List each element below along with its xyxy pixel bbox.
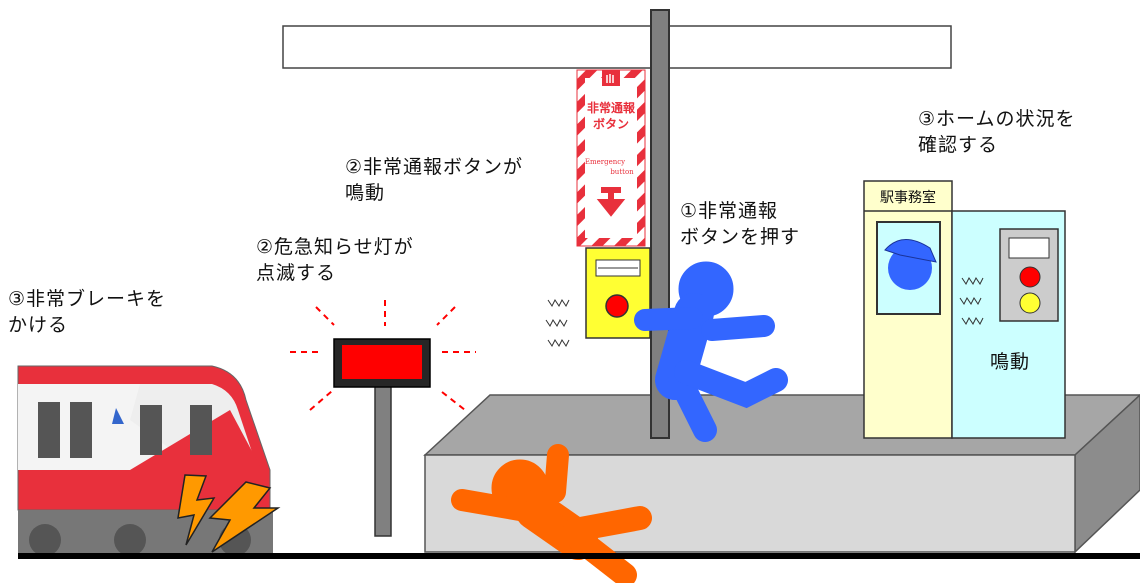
sign-title-line2: ボタン	[593, 116, 629, 131]
sign-english-line1: Emergency	[585, 158, 625, 166]
hand-icon	[602, 70, 620, 86]
sound-marks-office	[959, 277, 984, 325]
station-staff	[884, 239, 937, 290]
office-name: 駅事務室	[880, 189, 936, 206]
ground-line	[18, 553, 1140, 559]
label-warning-lamp: ②危急知らせ灯が 点滅する	[256, 236, 414, 284]
station-office	[863, 180, 1066, 439]
label-office-sounds: 鳴動	[990, 351, 1031, 373]
label-button-sounds: ②非常通報ボタンが 鳴動	[345, 156, 524, 204]
sign-title-line1: 非常通報	[587, 100, 636, 115]
emergency-button-sign	[576, 69, 646, 247]
platform-pole	[650, 9, 670, 439]
warning-lamp	[333, 338, 431, 537]
sign-english-line2: button	[610, 168, 634, 176]
railway-logo	[112, 408, 124, 424]
label-check-platform: ③ホームの状況を 確認する	[918, 108, 1076, 156]
brake-lightning-icon	[177, 474, 281, 553]
station-name-board	[282, 25, 952, 69]
arrow-down-icon	[596, 187, 626, 217]
train	[17, 365, 273, 556]
sound-marks-button	[545, 299, 570, 347]
person-pressing-button	[634, 261, 788, 442]
fallen-person	[451, 444, 652, 583]
lamp-flash-rays	[290, 300, 476, 411]
label-emergency-brake: ③非常ブレーキを かける	[8, 288, 167, 336]
label-press-button: ①非常通報 ボタンを押す	[680, 200, 801, 248]
